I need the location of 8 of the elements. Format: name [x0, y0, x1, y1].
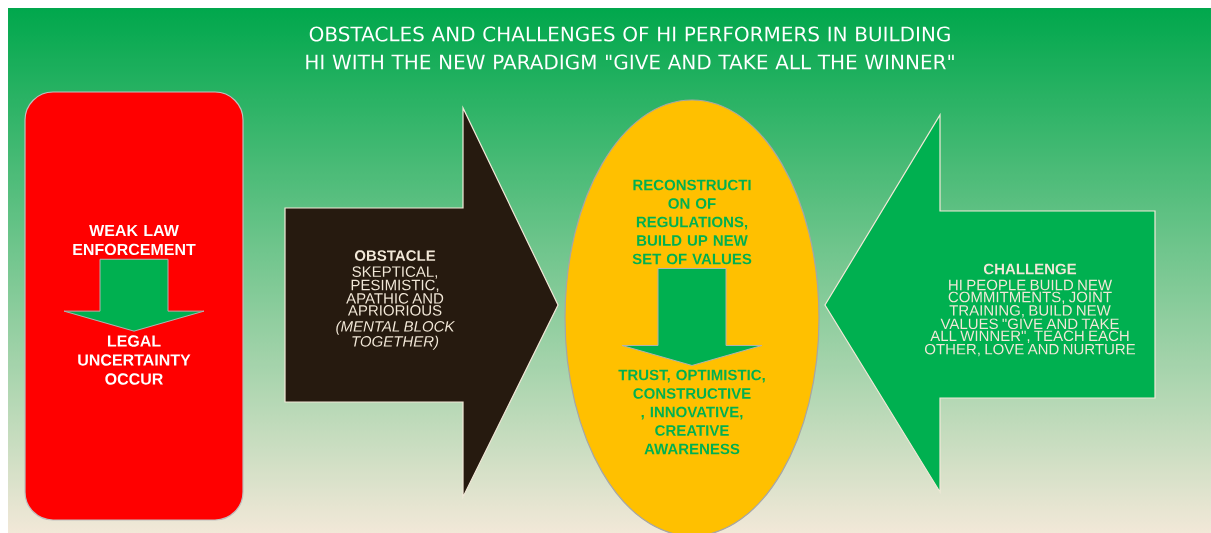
title: OBSTACLES AND CHALLENGES OF HI PERFORMERS IN BUILDING HI WITH THE NEW PARADIGM "GIVE AND TAKE ALL THE WINNER"	[306, 26, 954, 70]
ellipse	[564, 99, 820, 533]
label-text: RECONSTRUCTI ON OF REGULATIONS, BUILD UP NEW SET OF VALUES	[632, 179, 752, 265]
label-text: WEAK LAW ENFORCEMENT	[73, 224, 196, 256]
label-text: LEGAL UNCERTAINTY OCCUR	[78, 335, 191, 385]
rounded-box	[24, 91, 244, 521]
label-text: TRUST, OPTIMISTIC, CONSTRUCTIVE , INNOVATIVE, CREATIVE AWARENESS	[618, 369, 765, 455]
block-arrow	[621, 268, 763, 366]
